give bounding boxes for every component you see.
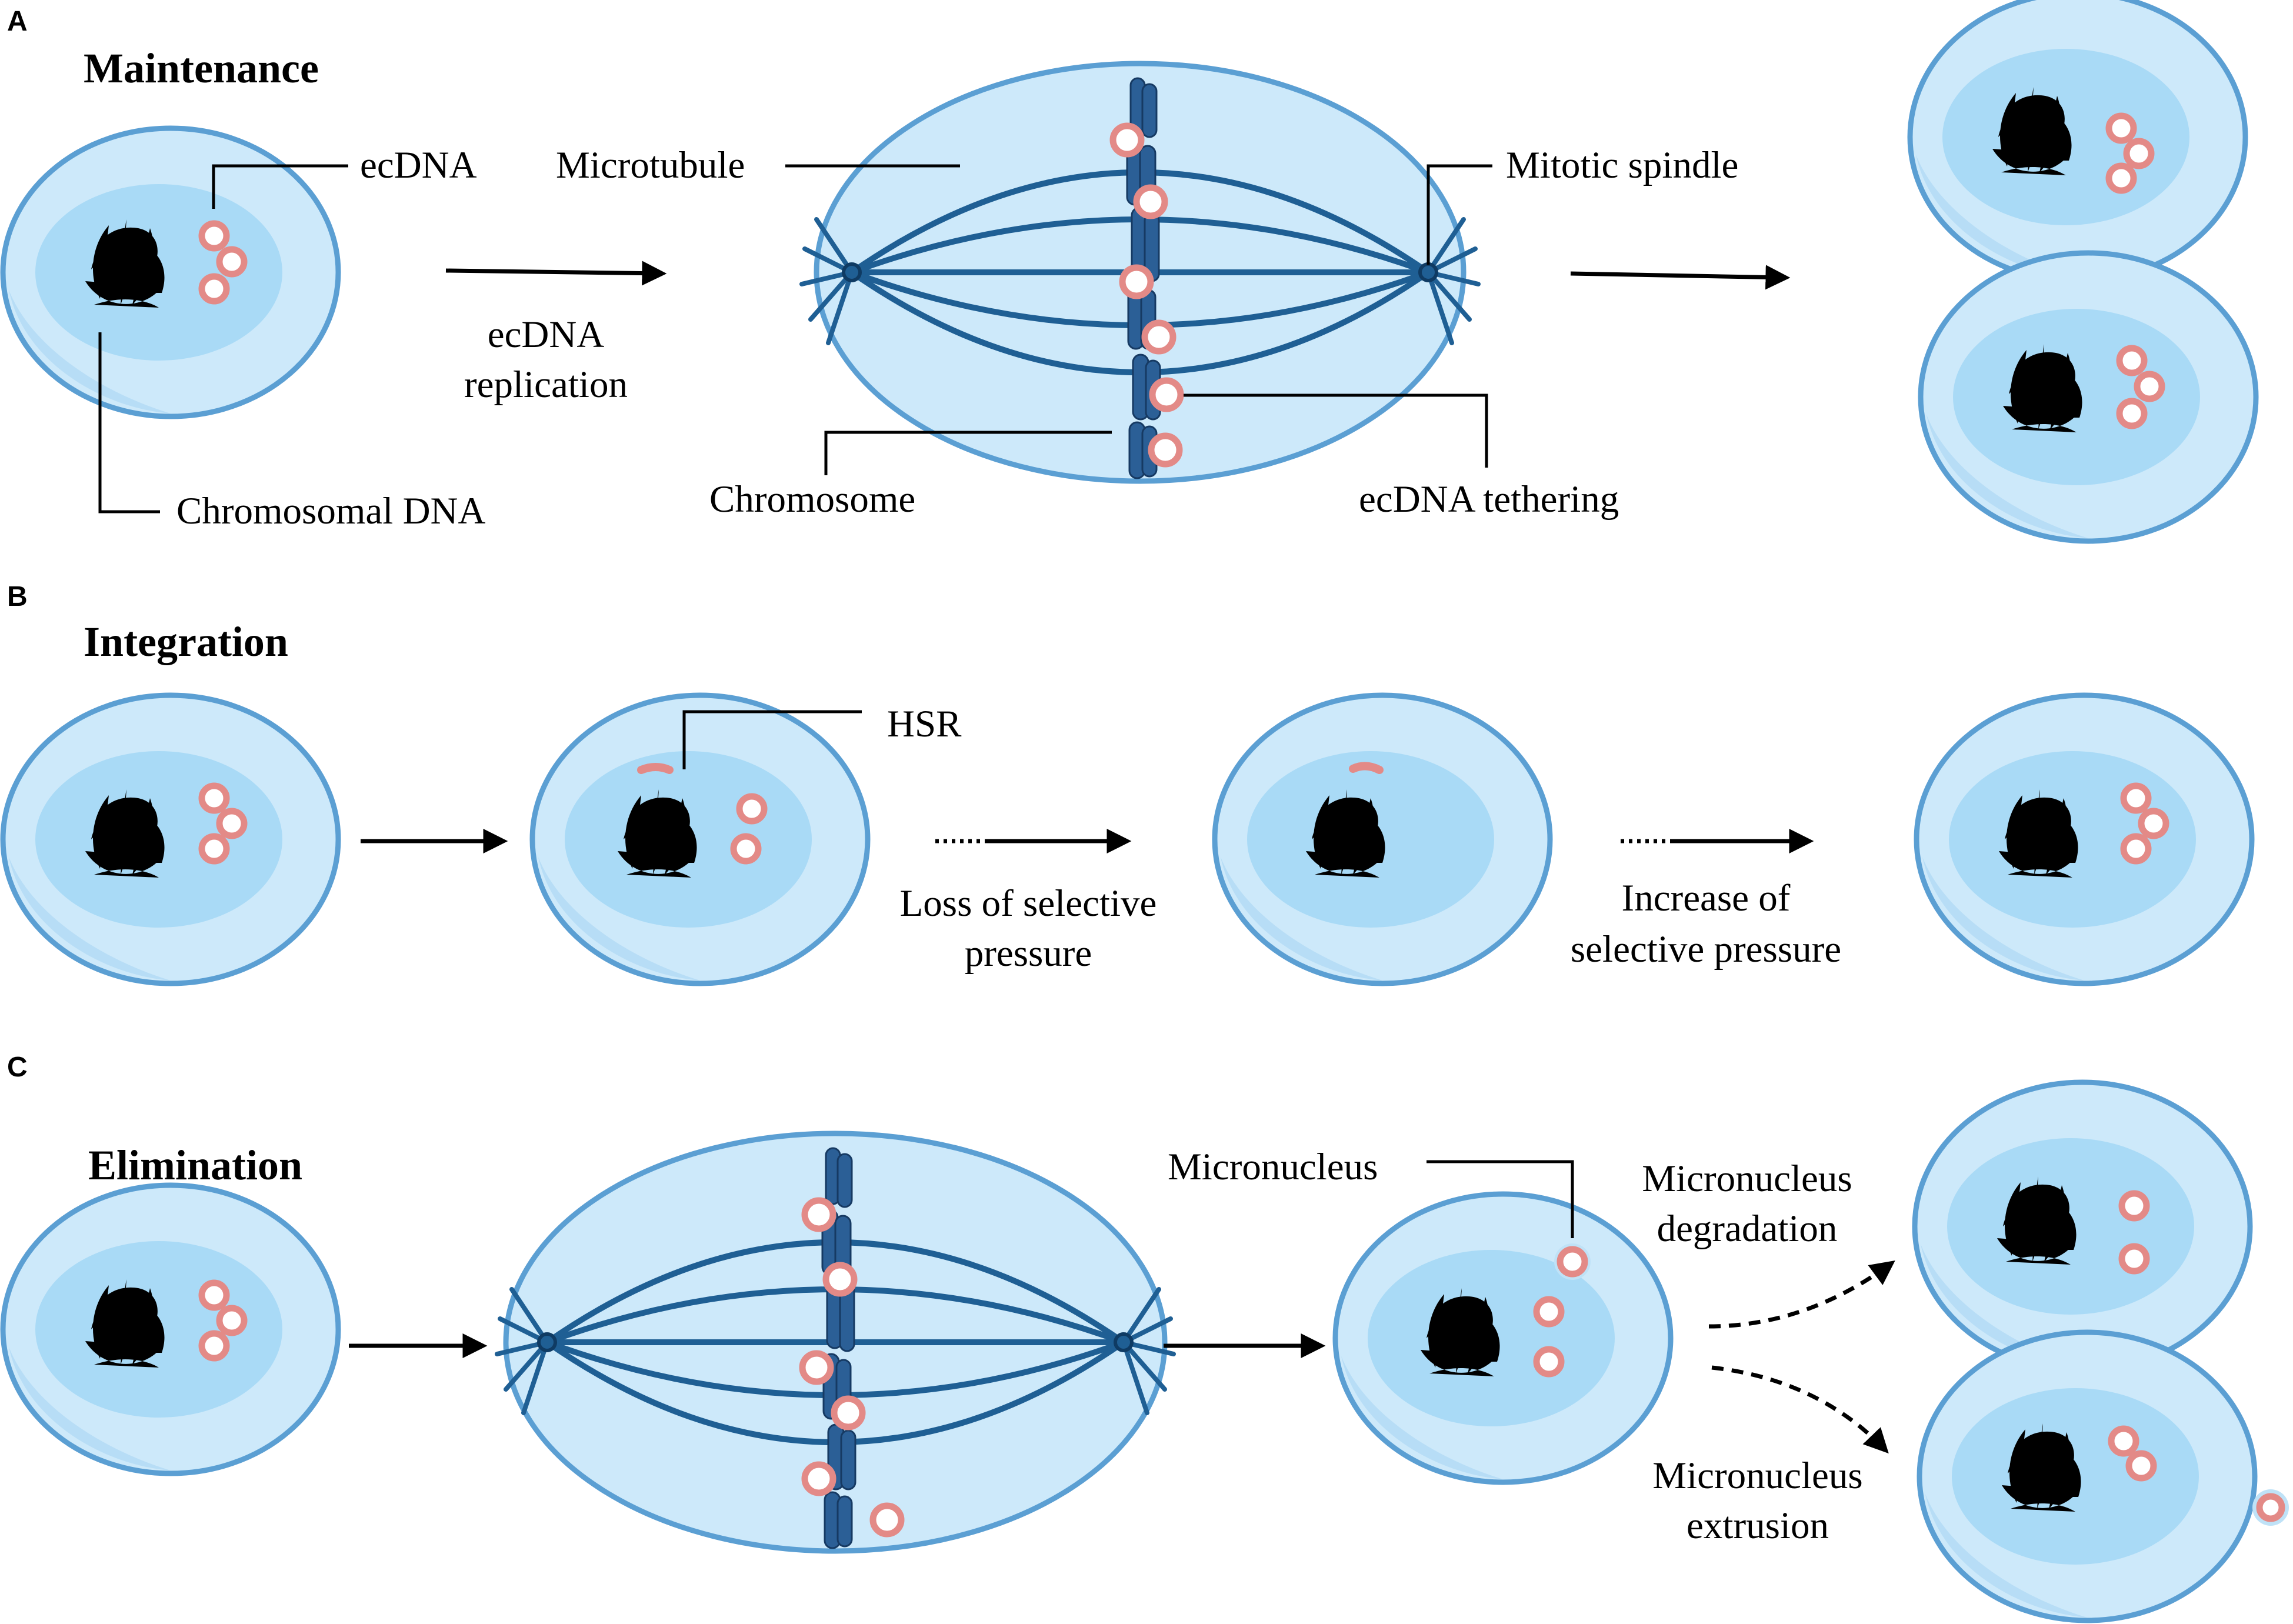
tethered-ecdna <box>801 1461 836 1496</box>
ecdna-circle <box>2123 138 2155 169</box>
ecdna-circle <box>198 1279 230 1311</box>
loss-label-line1: Loss of selective <box>900 882 1157 925</box>
daughter-cell-extruded <box>1919 1332 2255 1620</box>
panel-title-maintenance: Maintenance <box>84 45 319 92</box>
ecdna-circle <box>216 808 248 839</box>
tethered-ecdna <box>1148 432 1183 468</box>
ecdna-circle <box>2118 1190 2150 1222</box>
ecdna-circle <box>2120 782 2152 814</box>
ecdna-circle <box>2108 1425 2139 1457</box>
chromosomal-dna-label: Chromosomal DNA <box>176 490 485 532</box>
degradation-arrow <box>1708 1260 1895 1329</box>
cell-hsr-only <box>1215 695 1550 983</box>
tethered-ecdna <box>1109 122 1145 158</box>
tethered-ecdna <box>1141 319 1177 355</box>
extrusion-arrow <box>1711 1365 1889 1454</box>
degradation-label-line1: Micronucleus <box>1642 1158 1852 1200</box>
ecdna-circle <box>2120 833 2152 865</box>
micronucleus-ecdna <box>1557 1246 1588 1278</box>
ecdna-circle <box>2118 1243 2150 1275</box>
ecdna-circle <box>2105 162 2137 194</box>
ecdna-leader-line <box>212 164 348 209</box>
extruded-ecdna <box>2256 1493 2285 1522</box>
cell-with-hsr <box>532 695 868 983</box>
panel-c: C Elimination <box>3 1052 2289 1620</box>
ecdna-circle <box>198 1330 230 1362</box>
mitotic-spindle-label: Mitotic spindle <box>1506 144 1738 186</box>
daughter-cell-bottom <box>1921 253 2256 541</box>
increase-label-line2: selective pressure <box>1571 928 1841 971</box>
chromosome-label: Chromosome <box>709 478 915 521</box>
ecdna-circle <box>730 833 762 865</box>
degradation-label-line2: degradation <box>1657 1208 1838 1250</box>
increase-label-line1: Increase of <box>1622 877 1791 919</box>
panel-letter-a: A <box>7 6 28 37</box>
replication-label-line2: replication <box>464 364 628 406</box>
ecdna-circle <box>2116 345 2148 376</box>
tethered-ecdna <box>1119 264 1154 299</box>
untethered-ecdna <box>869 1502 905 1538</box>
tethered-ecdna <box>799 1350 834 1385</box>
ecdna-circle <box>2138 808 2169 839</box>
tethered-ecdna <box>831 1395 866 1430</box>
mitotic-cell <box>497 1131 1174 1554</box>
division-arrow <box>1570 265 1791 290</box>
daughter-cell-top <box>1910 0 2245 281</box>
ecdna-circle <box>198 273 230 305</box>
hsr-segment <box>637 763 674 774</box>
replication-arrow <box>445 261 667 286</box>
ecdna-circle <box>2116 398 2148 429</box>
cell-ecdna-restored <box>1917 695 2252 983</box>
micronucleus-label: Micronucleus <box>1168 1146 1378 1188</box>
panel-title-integration: Integration <box>84 618 288 665</box>
cell-with-ecdna <box>3 695 338 983</box>
ecdna-circle <box>2125 1450 2157 1482</box>
panel-b: B Integration HSR Loss of selective pres… <box>3 581 2252 983</box>
hsr-label: HSR <box>887 703 962 745</box>
panel-letter-b: B <box>7 581 28 612</box>
ecdna-circle <box>198 833 230 865</box>
panel-a: A Maintenance ecDNA Chromosomal DNA ecDN… <box>3 0 2256 541</box>
chromosome-leader-line <box>824 431 1112 475</box>
interphase-cell <box>3 1185 338 1473</box>
loss-label-line2: pressure <box>965 932 1092 975</box>
ecdna-circle <box>198 782 230 814</box>
mitotic-cell <box>802 61 1478 484</box>
replication-label-line1: ecDNA <box>488 314 605 356</box>
ecdna-tethering-label: ecDNA tethering <box>1359 478 1619 521</box>
panel-letter-c: C <box>7 1052 28 1083</box>
ecdna-tethering-leader-line <box>1184 394 1488 468</box>
ecdna-label: ecDNA <box>360 144 477 186</box>
ecdna-circle <box>2134 371 2165 402</box>
ecdna-circle <box>1533 1296 1565 1328</box>
tethered-ecdna <box>801 1197 836 1232</box>
tethered-ecdna <box>1133 184 1168 219</box>
interphase-cell <box>3 128 338 416</box>
microtubule-label: Microtubule <box>556 144 745 186</box>
extrusion-label-line2: extrusion <box>1687 1505 1829 1547</box>
extrusion-label-line1: Micronucleus <box>1652 1455 1862 1497</box>
hsr-leader-line <box>682 710 862 769</box>
tethered-ecdna <box>822 1262 858 1297</box>
mitotic-spindle-leader-line <box>1427 164 1492 265</box>
ecdna-circle <box>1533 1346 1565 1378</box>
cell-with-micronucleus <box>1335 1194 1671 1482</box>
ecdna-circle <box>198 220 230 252</box>
hsr-segment <box>1349 762 1384 774</box>
tethered-ecdna <box>1149 377 1184 412</box>
ecdna-circle <box>2105 112 2137 144</box>
panel-title-elimination: Elimination <box>88 1142 302 1189</box>
ecdna-circle <box>216 1305 248 1336</box>
ecdna-circle <box>736 793 768 825</box>
daughter-cell-degraded <box>1915 1082 2250 1370</box>
ecdna-circle <box>216 246 248 278</box>
micronucleus-leader-line <box>1427 1160 1574 1238</box>
chromosomal-dna-leader-line <box>98 332 160 513</box>
